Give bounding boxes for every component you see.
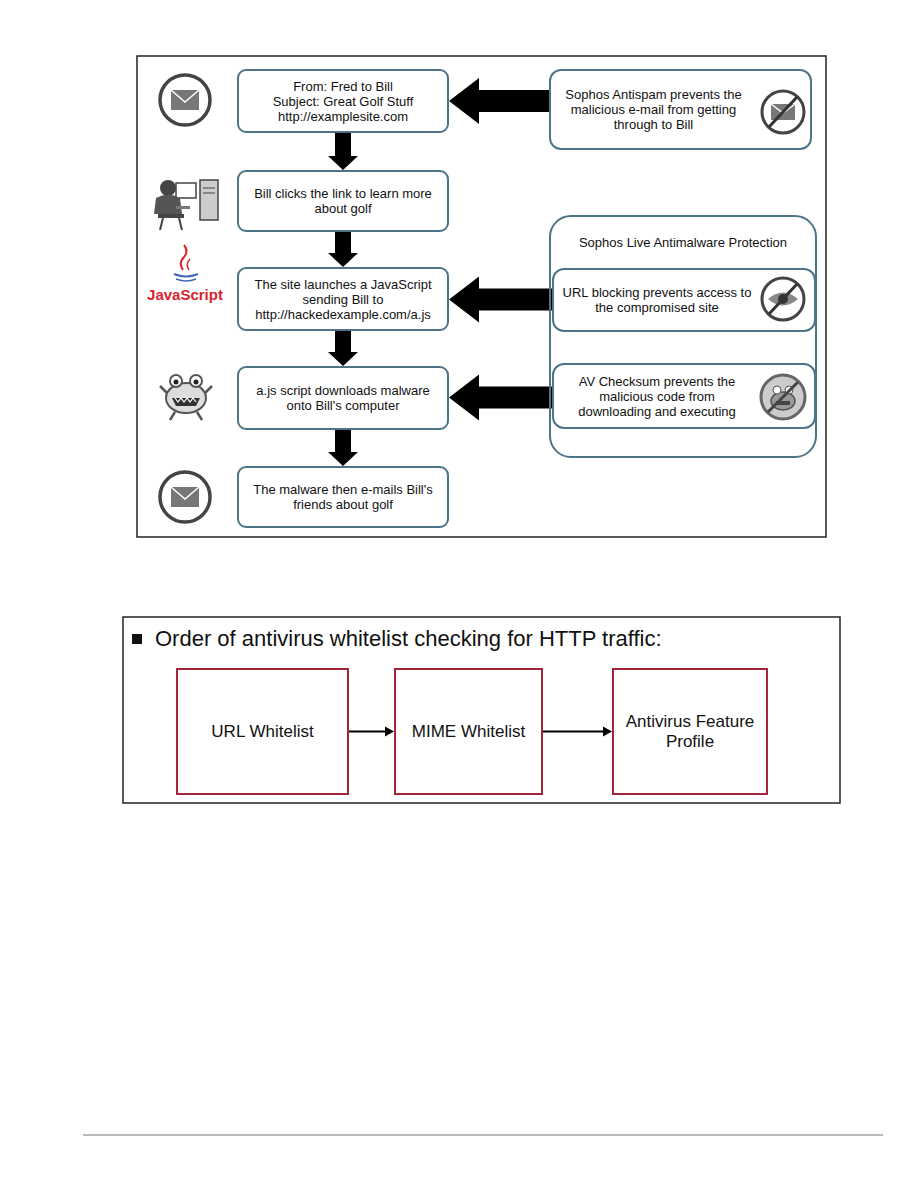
- block-arrow: [449, 277, 552, 323]
- block-arrow: [328, 430, 358, 466]
- whitelist-box: MIME Whitelist: [394, 668, 543, 795]
- message-box: From: Fred to BillSubject: Great Golf St…: [237, 69, 449, 133]
- box-text: MIME Whitelist: [412, 722, 525, 742]
- box-text: AV Checksum prevents the malicious code …: [562, 374, 752, 419]
- email-icon: [160, 472, 210, 522]
- group-box: Sophos Live Antimalware ProtectionURL bl…: [549, 215, 817, 458]
- panel-frame: [137, 56, 826, 537]
- protection-box: URL blocking prevents access to the comp…: [552, 268, 816, 332]
- box-text: URL blocking prevents access to the comp…: [562, 285, 752, 315]
- malware-monster-icon: [160, 375, 212, 420]
- block-arrow: [328, 232, 358, 267]
- blocked-eye-icon: [762, 278, 804, 320]
- protection-box: Sophos Antispam prevents the malicious e…: [549, 69, 812, 150]
- process-box: a.js script downloads malware onto Bill'…: [237, 366, 449, 430]
- whitelist-box: URL Whitelist: [176, 668, 349, 795]
- box-text: The site launches a JavaScript sending B…: [247, 277, 439, 322]
- process-box: The malware then e-mails Bill's friends …: [237, 466, 449, 528]
- email-icon: [160, 75, 210, 125]
- footer-rule: [83, 1135, 883, 1136]
- user-computer-icon: [154, 180, 218, 230]
- block-arrow: [328, 331, 358, 366]
- block-arrow: [449, 375, 552, 421]
- box-text: Bill clicks the link to learn more about…: [247, 186, 439, 216]
- blocked-email-icon: [762, 91, 804, 133]
- box-text: The malware then e-mails Bill's friends …: [247, 482, 439, 512]
- box-text: a.js script downloads malware onto Bill'…: [247, 383, 439, 413]
- box-text: From: Fred to Bill: [293, 79, 393, 94]
- profile-box: Antivirus Feature Profile: [612, 668, 768, 795]
- box-text: URL Whitelist: [211, 722, 313, 742]
- blocked-malware-icon: [761, 375, 805, 419]
- process-box: Bill clicks the link to learn more about…: [237, 170, 449, 232]
- group-heading: Sophos Live Antimalware Protection: [579, 235, 787, 250]
- panel-frame: [123, 617, 840, 803]
- protection-box: AV Checksum prevents the malicious code …: [552, 363, 816, 429]
- bullet: [132, 634, 142, 644]
- heading: Order of antivirus whitelist checking fo…: [155, 626, 662, 652]
- logo-text: JavaScript: [137, 286, 233, 303]
- box-text: http://examplesite.com: [278, 109, 408, 124]
- block-arrow: [449, 78, 549, 124]
- flow-arrow: [349, 727, 394, 737]
- box-text: Antivirus Feature Profile: [622, 712, 758, 752]
- process-box: The site launches a JavaScript sending B…: [237, 267, 449, 331]
- flow-arrow: [543, 727, 612, 737]
- box-text: Subject: Great Golf Stuff: [273, 94, 414, 109]
- block-arrow: [328, 133, 358, 170]
- box-text: Sophos Antispam prevents the malicious e…: [559, 87, 748, 132]
- java-cup-icon: [174, 245, 198, 281]
